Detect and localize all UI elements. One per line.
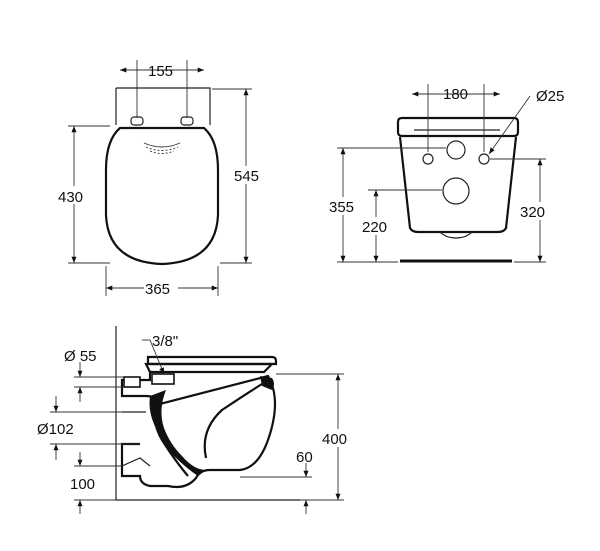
- outlet-pipe: [122, 411, 146, 445]
- seat-rim: [396, 116, 520, 138]
- dim-height-total: 545: [234, 168, 259, 185]
- inlet-hole: [446, 140, 466, 160]
- dim-height-drain: 220: [362, 219, 387, 236]
- dim-outlet-diameter: Ø102: [37, 421, 74, 438]
- dim-inlet-diameter: Ø 55: [64, 348, 97, 365]
- drain-hole: [442, 177, 470, 205]
- dim-height-total: 400: [322, 431, 347, 448]
- mounting-foot: [121, 457, 151, 467]
- inlet-connector: [123, 376, 141, 388]
- siphon-section: [149, 390, 206, 476]
- rim-section: [260, 376, 274, 390]
- inlet-valve: [151, 373, 175, 385]
- side-seat: [144, 362, 275, 374]
- dim-floor-offset: 100: [70, 476, 95, 493]
- outlet-lip: [439, 231, 473, 239]
- bowl-inner: [203, 383, 263, 459]
- bowl-body: [398, 136, 518, 234]
- dim-height-right: 320: [520, 204, 545, 221]
- side-lid: [146, 355, 278, 366]
- bolt-hole-right: [478, 153, 490, 165]
- dim-thread: 3/8": [152, 333, 178, 350]
- logo-mark: [143, 142, 181, 154]
- dim-foot: 60: [296, 449, 313, 466]
- seat-lid: [104, 126, 220, 266]
- dim-height-seat: 430: [58, 189, 83, 206]
- front-view: 155 430 545 365: [58, 60, 264, 298]
- dim-width-total: 365: [145, 281, 170, 298]
- rear-view: 180 Ø25 355 220 320: [328, 84, 564, 263]
- hinge-left: [130, 116, 144, 126]
- dim-bolt-spacing: 180: [443, 86, 468, 103]
- hinge-right: [180, 116, 194, 126]
- dim-height-top: 355: [329, 199, 354, 216]
- side-view: 3/8" Ø 55 Ø102 100 400 60: [36, 326, 354, 514]
- dim-hole-diameter: Ø25: [536, 88, 564, 105]
- wall-and-floor: [115, 326, 300, 501]
- wall-plate-outline: [115, 87, 211, 125]
- bolt-hole-left: [422, 153, 434, 165]
- dim-width-top: 155: [148, 63, 173, 80]
